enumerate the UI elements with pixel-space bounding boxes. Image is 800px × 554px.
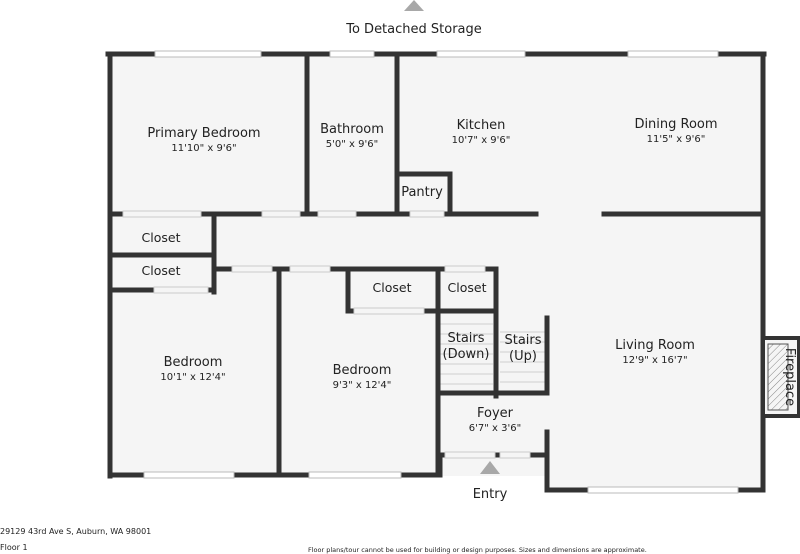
closet-3-label: Closet — [373, 280, 412, 295]
living-room-floor-extension — [547, 430, 764, 492]
stairs-up-line2: (Up) — [509, 349, 537, 364]
bedroom-left-name: Bedroom — [164, 355, 223, 370]
entry-label: Entry — [473, 487, 508, 502]
closet-1-label: Closet — [142, 230, 181, 245]
fireplace-label: Fireplace — [782, 348, 797, 406]
bathroom-name: Bathroom — [320, 122, 384, 137]
doorways — [122, 210, 531, 459]
bedroom-left-dim: 10'1" x 12'4" — [160, 372, 225, 383]
stairs-up-treads — [500, 331, 547, 383]
windows — [143, 50, 739, 494]
closet-2-label: Closet — [142, 263, 181, 278]
floor-label: Floor 1 — [0, 543, 28, 552]
kitchen-name: Kitchen — [457, 118, 506, 133]
living-room-name: Living Room — [615, 338, 695, 353]
bedroom-center-name: Bedroom — [333, 363, 392, 378]
foyer-dim: 6'7" x 3'6" — [469, 423, 521, 434]
kitchen-dim: 10'7" x 9'6" — [452, 135, 511, 146]
closet-4-label: Closet — [448, 280, 487, 295]
stairs-down-line1: Stairs — [447, 331, 484, 346]
dining-room-name: Dining Room — [634, 117, 717, 132]
detached-storage-label: To Detached Storage — [345, 22, 482, 37]
property-address: 29129 43rd Ave S, Auburn, WA 98001 — [0, 527, 152, 536]
fireplace-hearth — [767, 343, 789, 411]
living-room-dim: 12'9" x 16'7" — [622, 355, 687, 366]
stairs-down-line2: (Down) — [443, 347, 490, 362]
foyer-floor — [440, 393, 548, 455]
stairs-down-treads — [440, 323, 493, 385]
disclaimer-text: Floor plans/tour cannot be used for buil… — [308, 546, 647, 554]
bedroom-center-dim: 9'3" x 12'4" — [333, 380, 392, 391]
entry-arrow-icon — [480, 461, 500, 474]
bathroom-dim: 5'0" x 9'6" — [326, 139, 378, 150]
stairs-up-line1: Stairs — [504, 333, 541, 348]
arrow-up-icon — [404, 0, 424, 11]
primary-bedroom-dim: 11'10" x 9'6" — [171, 143, 236, 154]
dining-room-dim: 11'5" x 9'6" — [647, 134, 706, 145]
pantry-name: Pantry — [401, 185, 443, 200]
primary-bedroom-name: Primary Bedroom — [147, 126, 260, 141]
foyer-name: Foyer — [477, 406, 514, 421]
